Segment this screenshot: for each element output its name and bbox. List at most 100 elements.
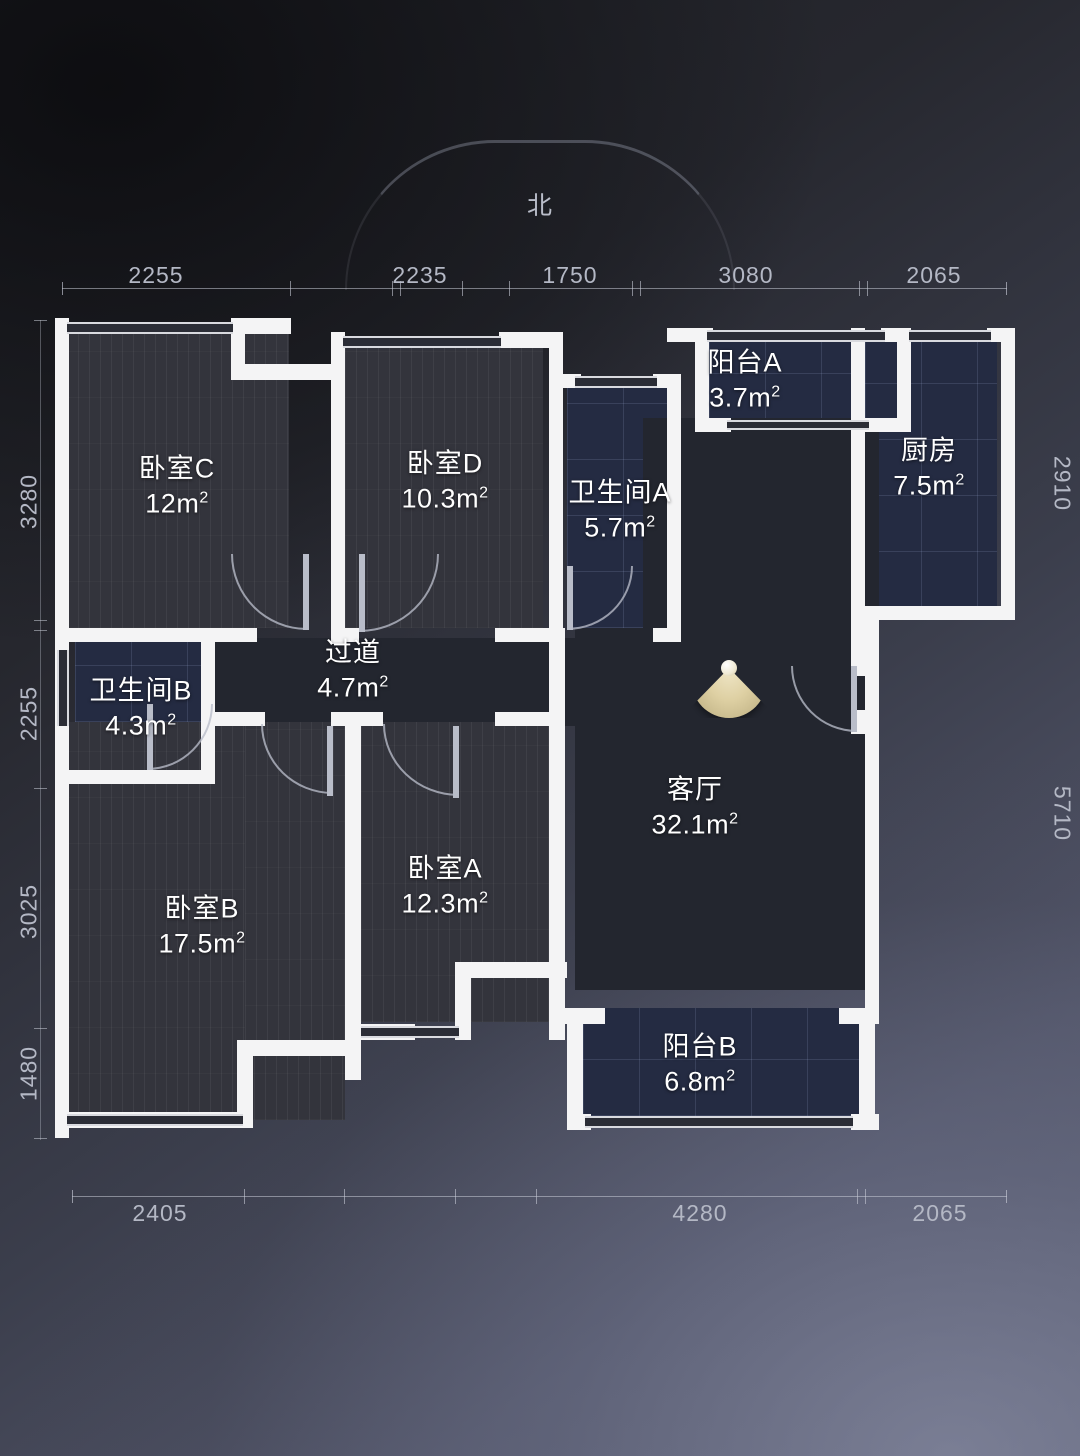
floorplan-body: 卧室C 12m2 卧室D 10.3m2 卫生间A 5.7m2 阳台A 3.7m2… xyxy=(55,318,1015,1138)
ruler-tick xyxy=(867,281,868,296)
window-bedroom-b-bottom xyxy=(67,1114,243,1126)
entry-cone-icon xyxy=(691,656,767,718)
ruler-top: 2255 2235 1750 3080 2065 xyxy=(62,262,1007,310)
wall-bathB-bottom xyxy=(55,770,215,784)
wall-bedroom-d-bathA-divider xyxy=(549,332,563,648)
wall-bathB-right xyxy=(201,628,215,724)
ruler-cap xyxy=(62,282,63,295)
ruler-bottom-value-0: 2405 xyxy=(132,1200,188,1226)
room-floor-living-ext xyxy=(575,628,725,990)
wall-balcA-bottom-right xyxy=(865,418,911,432)
door-bedroom-c[interactable] xyxy=(231,554,317,630)
window-balcony-b-bottom xyxy=(585,1116,853,1128)
wall-corridor-top-bathA xyxy=(653,628,681,642)
wall-balcB-left xyxy=(567,1008,583,1130)
wall-bedroom-b-a-divider xyxy=(345,712,361,1080)
ruler-tick xyxy=(865,1189,866,1204)
door-bedroom-a[interactable] xyxy=(383,724,459,798)
ruler-top-value-1: 2235 xyxy=(392,262,448,288)
wall-living-bottom-right xyxy=(839,1008,879,1024)
ruler-tick xyxy=(462,281,463,296)
wall-top-c-right xyxy=(231,318,291,334)
door-bedroom-d[interactable] xyxy=(359,554,439,632)
wall-bathA-right xyxy=(667,374,681,642)
wall-living-right xyxy=(865,706,879,1022)
ruler-right-value-1: 5710 xyxy=(1049,785,1076,842)
wall-balcA-left xyxy=(695,328,709,432)
wall-balcB-bottom-right xyxy=(851,1114,879,1130)
window-bedroom-d xyxy=(343,336,501,348)
door-bedroom-b[interactable] xyxy=(261,724,333,796)
ruler-right-value-0: 2910 xyxy=(1049,455,1076,512)
wall-bedroom-a-notch-cross xyxy=(455,962,567,978)
wall-bedroom-c-d-divider xyxy=(331,364,345,644)
ruler-left: 3280 2255 3025 1480 xyxy=(6,320,47,1140)
window-bedroom-a-bottom xyxy=(361,1026,459,1038)
ruler-bottom-value-2: 2065 xyxy=(912,1200,968,1226)
ruler-tick xyxy=(290,281,291,296)
ruler-tick xyxy=(34,1138,47,1139)
ruler-tick xyxy=(34,788,47,789)
ruler-tick xyxy=(455,1189,456,1204)
north-label: 北 xyxy=(526,192,553,220)
door-entrance[interactable] xyxy=(791,666,857,732)
ruler-right: 2910 5710 xyxy=(1032,320,1076,1140)
door-swing-arc xyxy=(147,704,213,770)
door-bathroom-b[interactable] xyxy=(147,704,213,770)
ruler-tick xyxy=(34,630,47,631)
wall-living-right-upper xyxy=(865,606,879,726)
wall-bedroom-a-right xyxy=(549,628,565,1040)
ruler-top-value-0: 2255 xyxy=(128,262,184,288)
wall-balcA-right xyxy=(897,328,911,432)
ruler-tick xyxy=(859,281,860,296)
wall-exterior-left xyxy=(55,318,69,1138)
door-bathroom-a[interactable] xyxy=(567,566,633,630)
door-swing-arc xyxy=(261,724,333,794)
ruler-cap xyxy=(72,1190,73,1203)
room-floor-kitchen xyxy=(865,340,997,608)
room-floor-bedroom-d xyxy=(345,348,543,628)
wall-top-cd-cross xyxy=(231,364,345,380)
wall-bedroom-a-notch-riser xyxy=(455,962,471,1040)
window-bathroom-a xyxy=(575,376,657,388)
ruler-tick xyxy=(34,1028,47,1029)
ruler-top-value-4: 2065 xyxy=(906,262,962,288)
wall-balcB-right xyxy=(859,1008,875,1130)
ruler-left-value-0: 3280 xyxy=(15,473,42,530)
ruler-tick xyxy=(344,1189,345,1204)
ruler-tick xyxy=(857,1189,858,1204)
wall-entry-jamb xyxy=(851,606,865,676)
ruler-cap xyxy=(1006,1190,1007,1203)
door-swing-arc xyxy=(383,724,459,796)
wall-corridor-bottom-1 xyxy=(215,712,265,726)
wall-bedroom-b-notch-riser xyxy=(237,1040,253,1128)
ruler-top-value-2: 1750 xyxy=(542,262,598,288)
ruler-tick xyxy=(632,281,633,296)
ruler-cap xyxy=(1006,282,1007,295)
ruler-tick xyxy=(34,620,47,621)
ruler-left-value-1: 2255 xyxy=(15,685,42,742)
ruler-left-value-2: 3025 xyxy=(15,883,42,940)
ruler-tick xyxy=(509,281,510,296)
window-balcony-a-top xyxy=(707,330,885,342)
ruler-tick xyxy=(640,281,641,296)
room-floor-balcony-b xyxy=(583,1008,871,1116)
wall-top-cd-riser xyxy=(231,318,245,378)
door-swing-arc xyxy=(567,566,633,630)
window-kitchen xyxy=(909,330,991,342)
ruler-tick xyxy=(392,281,393,296)
ruler-tick xyxy=(244,1189,245,1204)
room-floor-corridor xyxy=(215,638,645,726)
ruler-tick xyxy=(400,281,401,296)
wall-corridor-top-d1 xyxy=(205,628,257,642)
wall-top-d-right xyxy=(499,332,563,348)
ruler-line xyxy=(72,1196,1007,1197)
door-swing-arc xyxy=(359,554,439,632)
wall-balcA-bottom-left xyxy=(695,418,731,432)
ruler-bottom-value-1: 4280 xyxy=(672,1200,728,1226)
wall-corridor-bottom-3 xyxy=(495,712,563,726)
ruler-left-value-3: 1480 xyxy=(15,1045,42,1102)
ruler-line xyxy=(62,288,1007,289)
ruler-line xyxy=(40,320,41,1140)
